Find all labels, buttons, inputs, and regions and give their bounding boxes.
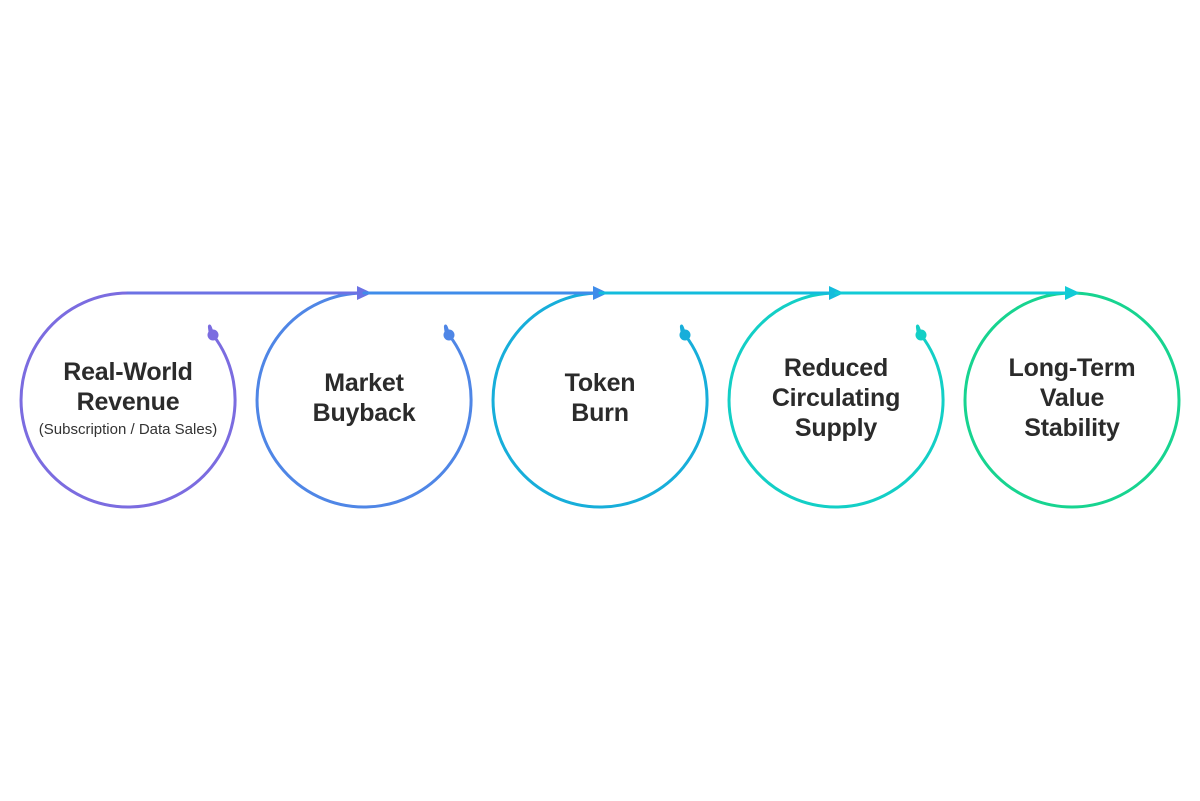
step-title-line: Burn xyxy=(571,399,629,427)
step-title-line: Real-World xyxy=(63,357,193,386)
step-ring-2 xyxy=(255,291,473,509)
step-ring-4 xyxy=(727,291,945,509)
step-subtitle: (Subscription / Data Sales) xyxy=(38,420,218,438)
ring-endpoint-dot-4 xyxy=(915,329,927,341)
ring-endpoint-dot-1 xyxy=(207,329,219,341)
step-ring-1 xyxy=(19,291,237,509)
step-title-line: Value xyxy=(1039,384,1105,412)
step-title-line: Long-Term xyxy=(1008,354,1136,382)
arrowhead-icon xyxy=(1065,286,1080,300)
step-title-line: Revenue xyxy=(76,387,180,416)
step-ring-3 xyxy=(491,291,709,509)
step-title-line: Reduced xyxy=(783,354,889,382)
ring-endpoint-dot-3 xyxy=(679,329,691,341)
step-title-line: Market xyxy=(324,369,404,397)
step-title-line: Buyback xyxy=(312,399,416,427)
ring-endpoint-dot-2 xyxy=(443,329,455,341)
step-title-line: Circulating xyxy=(771,384,901,412)
step-title-line: Token xyxy=(564,369,636,397)
step-title-line: Stability xyxy=(1024,414,1120,442)
connector-arcs xyxy=(126,286,1080,300)
step-title-line: Supply xyxy=(794,414,878,442)
step-rings xyxy=(19,291,1181,509)
